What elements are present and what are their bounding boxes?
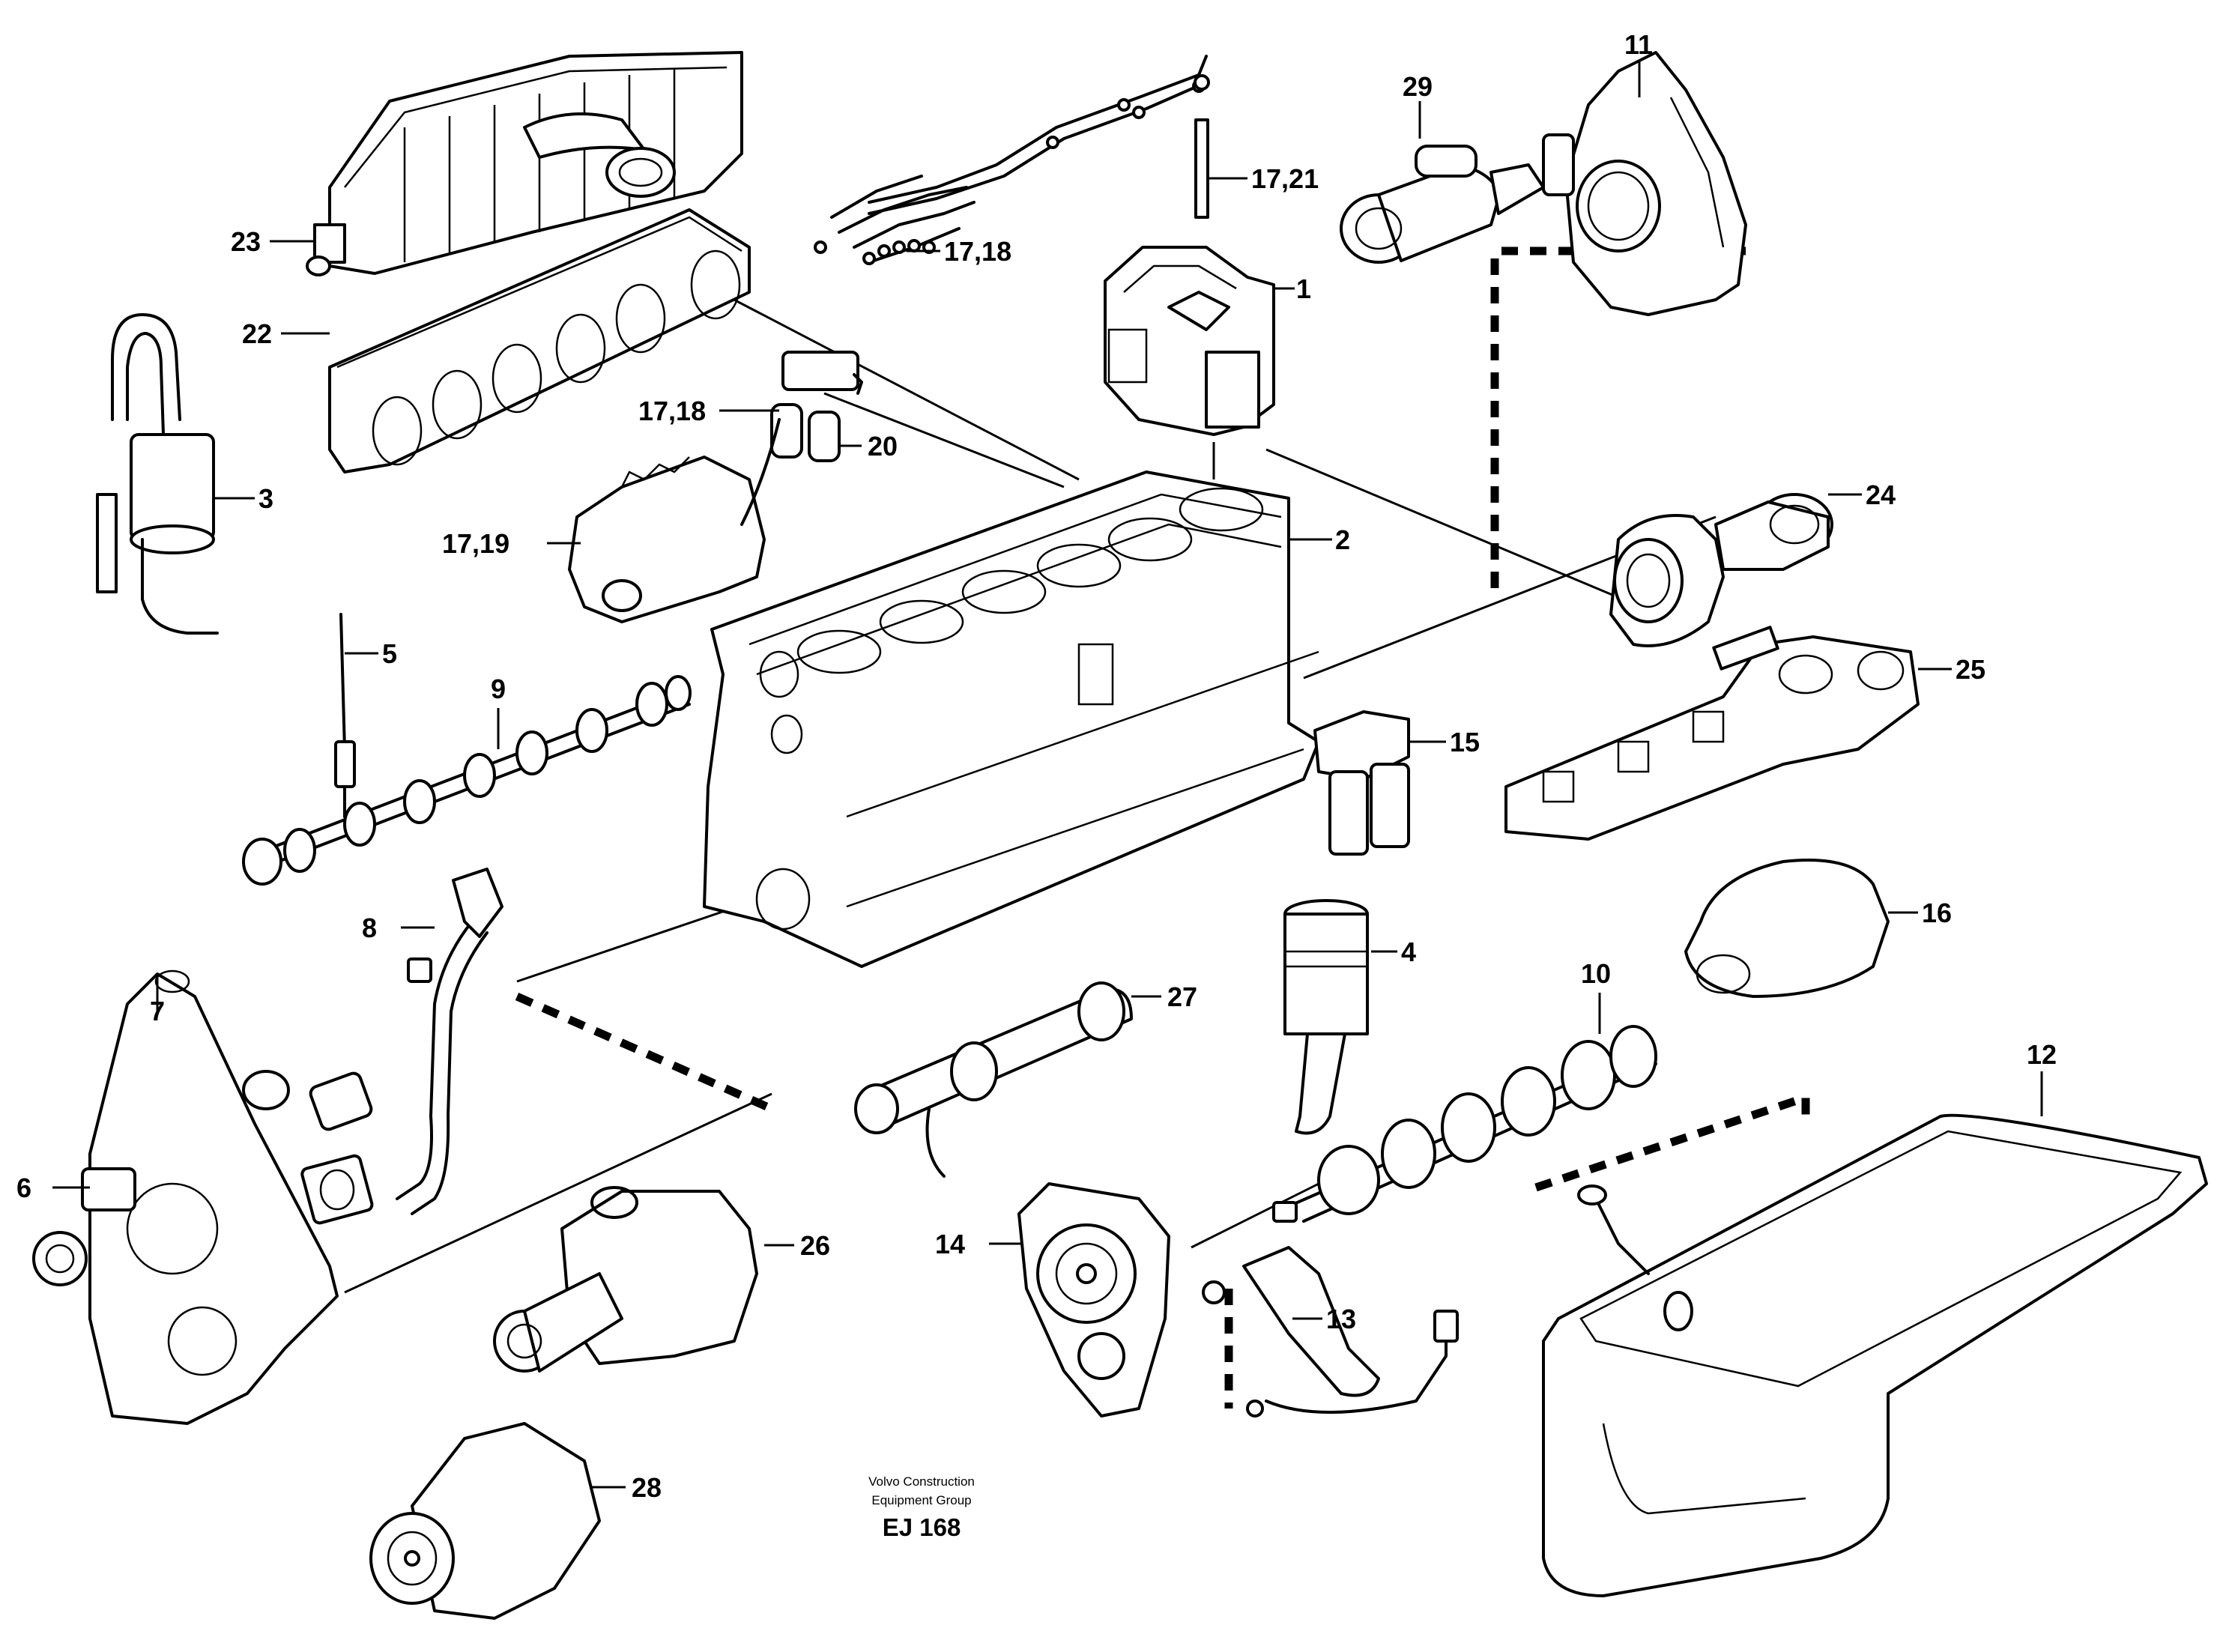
callout-13: 13 <box>1326 1304 1356 1334</box>
part-17-19-injection-pump <box>568 418 781 623</box>
callout-5: 5 <box>382 638 397 669</box>
part-4-piston <box>1283 899 1369 1135</box>
part-8-oil-filler-pipe <box>396 868 503 1215</box>
drawing-code: EJ 168 <box>883 1513 961 1541</box>
part-15-oil-filter <box>1313 710 1410 856</box>
callout-8: 8 <box>362 913 377 943</box>
callout-29: 29 <box>1403 71 1433 102</box>
part-12-oil-pan <box>1542 1113 2208 1597</box>
callout-4: 4 <box>1401 937 1416 967</box>
part-24-turbocharger <box>1609 493 1833 647</box>
callout-15: 15 <box>1450 727 1480 757</box>
part-10-crankshaft <box>1272 1025 1657 1223</box>
part-5-dipstick <box>334 613 356 818</box>
part-14-oil-pump <box>1017 1182 1170 1417</box>
callout-16: 16 <box>1922 898 1952 928</box>
callout-23: 23 <box>231 226 261 257</box>
part-27-balancer-shaft <box>854 981 1133 1178</box>
callout-2: 2 <box>1335 524 1350 555</box>
callout-20: 20 <box>868 431 898 462</box>
callout-11: 11 <box>1624 29 1653 60</box>
callout-25: 25 <box>1956 654 1985 685</box>
callout-leaders <box>52 60 2043 1489</box>
fuel-injection-lines <box>814 55 1210 265</box>
part-13-oil-pickup <box>1202 1246 1459 1417</box>
company-name-line1: Volvo Construction <box>868 1474 975 1489</box>
part-20-fuel-filter <box>770 351 863 462</box>
callout-9: 9 <box>491 674 506 704</box>
callout-24: 24 <box>1866 479 1896 510</box>
callout-26: 26 <box>800 1230 830 1261</box>
callout-labels: 1 2 3 4 5 6 7 8 9 10 11 12 13 14 15 16 1… <box>16 29 2057 1503</box>
part-22-intake-manifold <box>328 208 751 473</box>
part-26-water-pump <box>493 1186 758 1373</box>
callout-22: 22 <box>242 318 272 349</box>
part-9-camshaft <box>242 675 692 886</box>
callout-10: 10 <box>1581 958 1611 989</box>
callout-17-19: 17,19 <box>442 528 509 559</box>
part-16-oil-canister <box>1684 859 1890 998</box>
part-3-breather <box>96 313 219 635</box>
callout-3: 3 <box>258 483 273 514</box>
part-23-rocker-cover <box>306 51 743 276</box>
callout-17-18-lower: 17,18 <box>638 396 706 426</box>
part-1-cylinder-head <box>1104 246 1275 436</box>
callout-6: 6 <box>16 1173 31 1203</box>
callout-1: 1 <box>1296 273 1311 304</box>
part-11-flywheel-housing <box>1542 51 1747 316</box>
part-7-timing-cover <box>32 969 339 1425</box>
drawing-credit: Volvo Construction Equipment Group EJ 16… <box>868 1474 975 1541</box>
part-28-pump-housing <box>369 1422 601 1620</box>
callout-14: 14 <box>935 1229 965 1259</box>
callout-17-18-upper: 17,18 <box>944 236 1011 267</box>
callout-28: 28 <box>632 1472 662 1503</box>
callout-17-21: 17,21 <box>1251 163 1319 194</box>
callout-27: 27 <box>1167 981 1197 1012</box>
company-name-line2: Equipment Group <box>871 1493 971 1507</box>
seals-gaskets <box>242 1070 374 1225</box>
callout-12: 12 <box>2027 1039 2057 1070</box>
callout-7: 7 <box>150 996 165 1026</box>
part-2-engine-block <box>703 471 1320 968</box>
part-29-starter-motor <box>1340 145 1545 264</box>
part-25-exhaust-manifold <box>1504 626 1920 841</box>
